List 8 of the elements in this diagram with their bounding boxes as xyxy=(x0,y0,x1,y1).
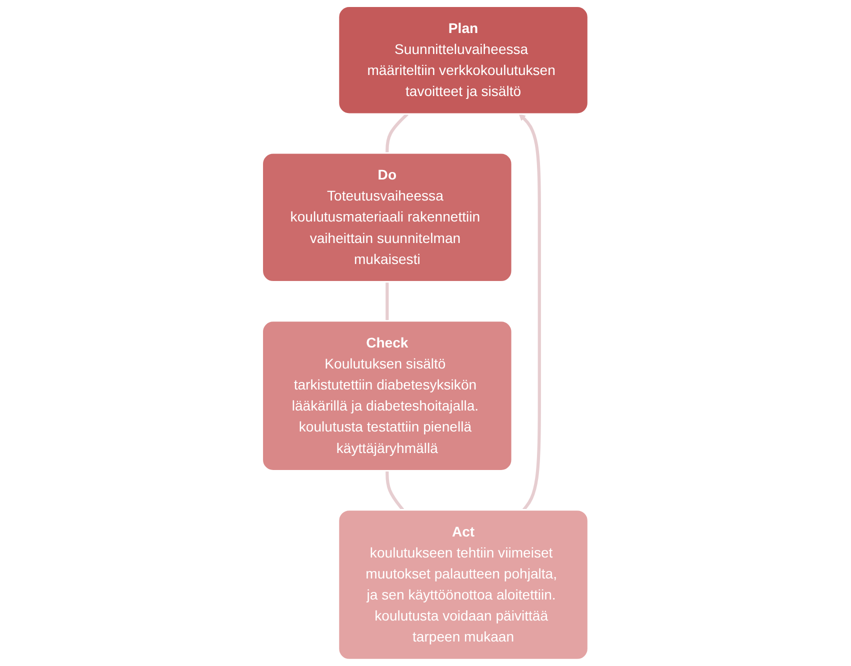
connector xyxy=(386,282,389,321)
node-box: Do Toteutusvaiheessa koulutusmateriaali rakennettiin vaiheittain suunnitelman mukaisesti xyxy=(262,152,514,283)
node-box: Check Koulutuksen sisältö tarkistutettiin diabetesyksikön lääkärillä ja diabeteshoitajalla. koulutusta testattiin pienellä käyttäjäryhmällä xyxy=(262,320,514,472)
connector xyxy=(386,112,409,154)
node-box: Plan Suunnitteluvaiheessa määriteltiin verkkokoulutuksen tavoitteet ja sisältö xyxy=(338,6,590,115)
arrow xyxy=(519,114,542,511)
connector xyxy=(386,470,404,511)
node-box: Act koulutukseen tehtiin viimeiset muutokset palautteen pohjalta, ja sen käyttöönottoa aloitettiin. koulutusta voidaan päivittää tarpeen mukaan xyxy=(338,509,590,660)
